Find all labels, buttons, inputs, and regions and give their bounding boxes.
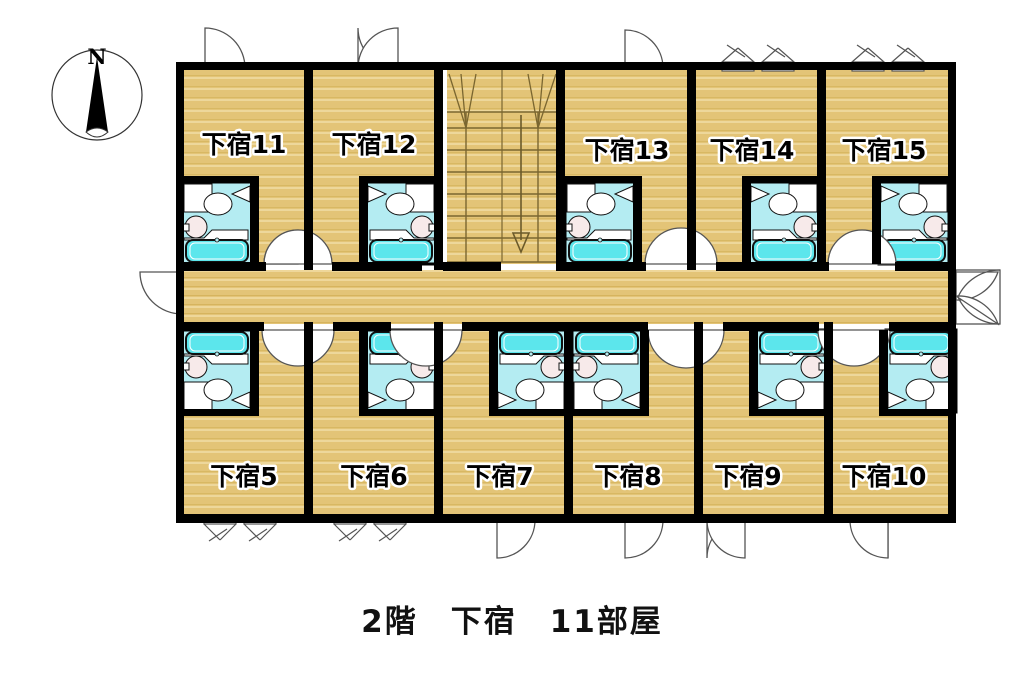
openings (139, 27, 1001, 559)
room-label-8: 下宿8 (594, 462, 661, 491)
unit-bath-room-8 (570, 328, 644, 414)
room-label-10: 下宿10 (842, 462, 927, 491)
corridor-floor (182, 270, 956, 324)
unit-bath-room-13 (563, 180, 637, 266)
exterior-door-room-8 (624, 519, 664, 559)
north-label: N (87, 44, 106, 69)
unit-bath-room-11 (180, 180, 254, 266)
exterior-door-room-7 (496, 519, 536, 559)
unit-bath-room-7 (494, 328, 568, 414)
room-label-14: 下宿14 (710, 136, 795, 165)
unit-bath-room-5 (180, 328, 254, 414)
corridor-door-room-8-9 (647, 329, 725, 369)
room-label-6: 下宿6 (340, 462, 407, 491)
room-label-9: 下宿9 (714, 462, 781, 491)
unit-bath-room-14 (747, 180, 821, 266)
room-label-7: 下宿7 (466, 462, 533, 491)
room-label-13: 下宿13 (585, 136, 670, 165)
north-arrow: N (51, 44, 143, 141)
unit-bath-room-9 (754, 328, 828, 414)
corridor-door-room-5-6 (261, 329, 335, 367)
room-label-11: 下宿11 (202, 130, 287, 159)
corridor-door-room-6-7 (389, 329, 463, 367)
staircase (447, 68, 557, 264)
room-label-15: 下宿15 (842, 136, 927, 165)
stair-direction-arrow (511, 115, 531, 255)
corridor-door-room-11-12 (263, 229, 333, 265)
room-label-12: 下宿12 (332, 130, 417, 159)
walls (176, 62, 956, 523)
room-label-5: 下宿5 (210, 462, 277, 491)
corridor-door-room-13-14 (644, 227, 718, 265)
unit-bath-room-12 (364, 180, 438, 266)
plan-caption: 2階 下宿 11部屋 (361, 604, 663, 640)
corridor-door-room-9-10 (817, 329, 891, 367)
room-labels: 下宿11 下宿12 下宿13 下宿14 下宿15 下宿5 下宿6 下宿7 下宿8… (199, 128, 929, 494)
unit-bath-room-10 (884, 328, 958, 414)
